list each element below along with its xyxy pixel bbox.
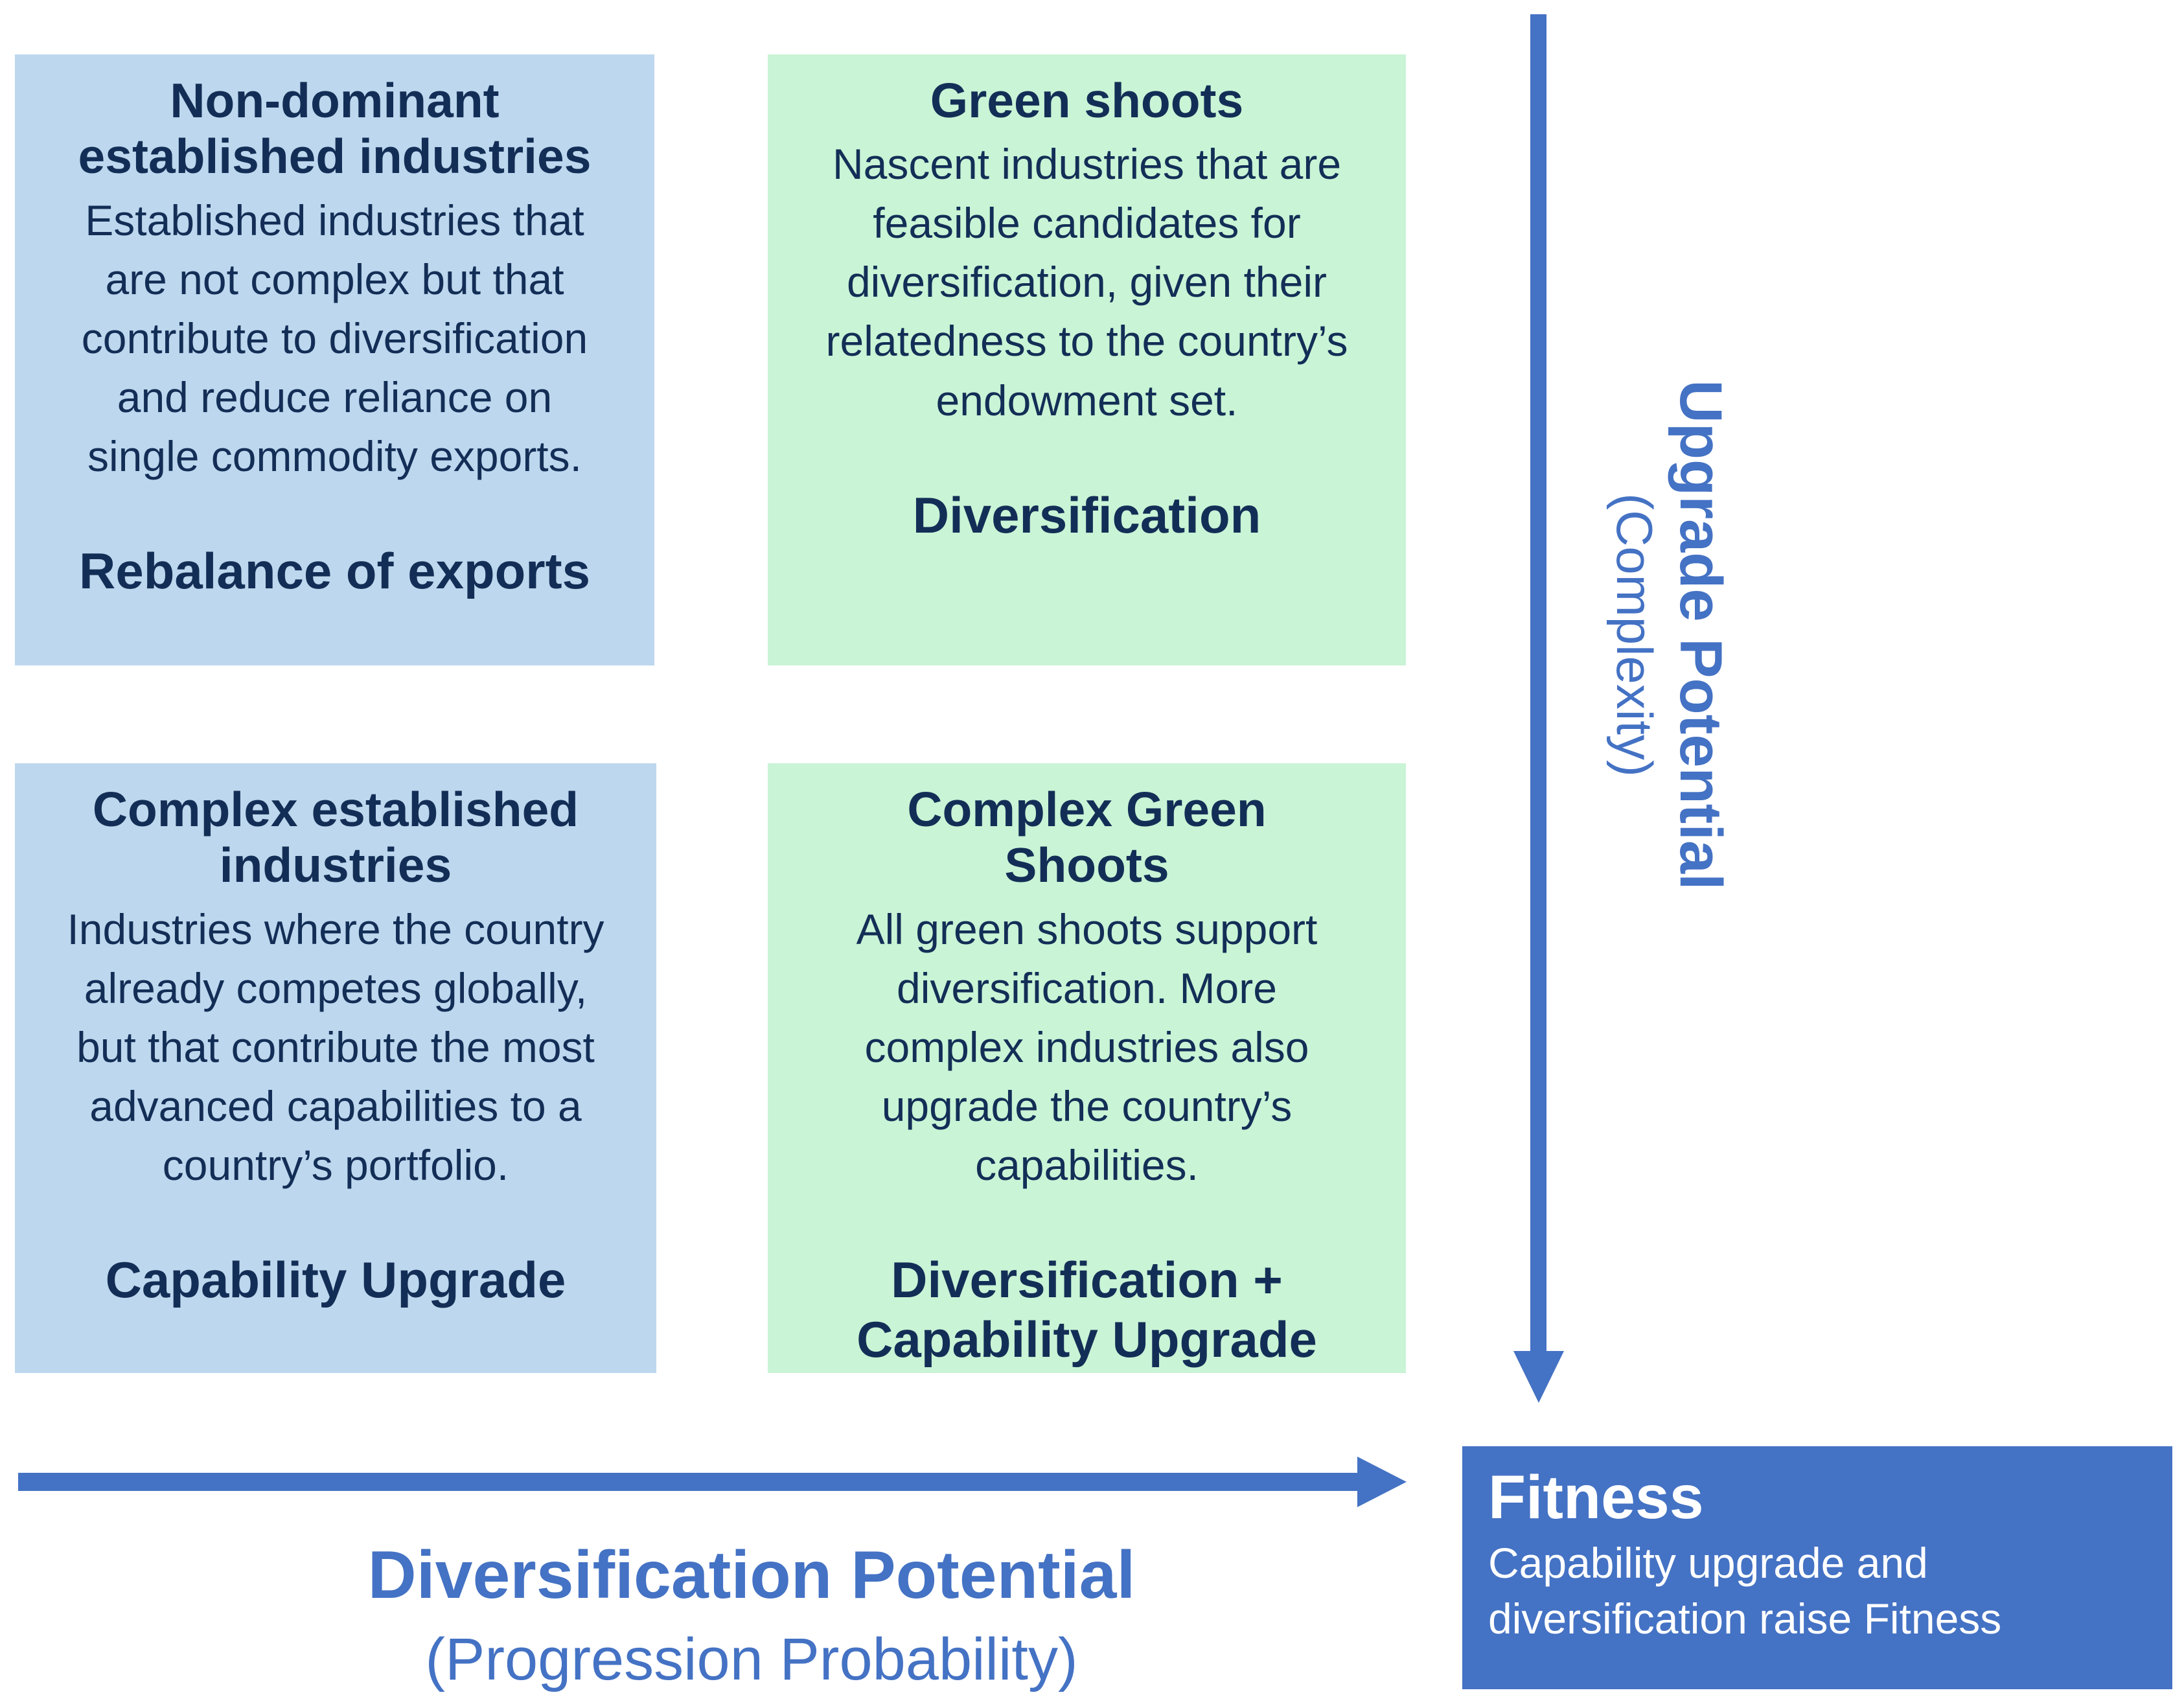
vertical-axis-title: Upgrade Potential [1668,380,1734,890]
quadrant-title: Green shoots [930,73,1244,128]
quadrant-title: Complex Green Shoots [907,782,1267,893]
vertical-axis-subtitle: (Complexity) [1606,493,1663,777]
quadrant-body: Established industries that are not comp… [81,196,588,480]
quadrant-title: Complex established industries [92,782,579,893]
horizontal-axis-subtitle: (Progression Probability) [425,1626,1078,1692]
vertical-axis-label: Upgrade Potential (Complexity) [1594,311,1736,959]
quadrant-green-shoots: Green shoots Nascent industries that are… [768,54,1406,665]
fitness-body: Capability upgrade and diversification r… [1488,1538,2002,1643]
quadrant-complex-green-shoots: Complex Green Shoots All green shoots su… [768,763,1406,1373]
vertical-axis-arrow-line [1530,14,1546,1351]
quadrant-tag: Capability Upgrade [105,1251,566,1308]
quadrant-complex-established: Complex established industries Industrie… [15,763,656,1373]
quadrant-body: All green shoots support diversification… [856,905,1318,1189]
quadrant-tag: Diversification + Capability Upgrade [856,1251,1317,1368]
quadrant-body: Industries where the country already com… [67,905,604,1189]
fitness-box: Fitness Capability upgrade and diversifi… [1462,1446,2172,1689]
horizontal-axis-title: Diversification Potential [367,1538,1136,1613]
horizontal-axis-arrow-line [18,1473,1357,1491]
quadrant-non-dominant-established: Non-dominant established industries Esta… [15,54,654,665]
quadrant-tag: Diversification [912,486,1261,544]
fitness-title: Fitness [1488,1463,1704,1532]
quadrant-title: Non-dominant established industries [78,73,592,184]
horizontal-axis-arrowhead-right-icon [1357,1457,1407,1507]
quadrant-body: Nascent industries that are feasible can… [825,140,1348,424]
vertical-axis-arrowhead-down-icon [1513,1351,1564,1403]
quadrant-tag: Rebalance of exports [79,542,590,599]
